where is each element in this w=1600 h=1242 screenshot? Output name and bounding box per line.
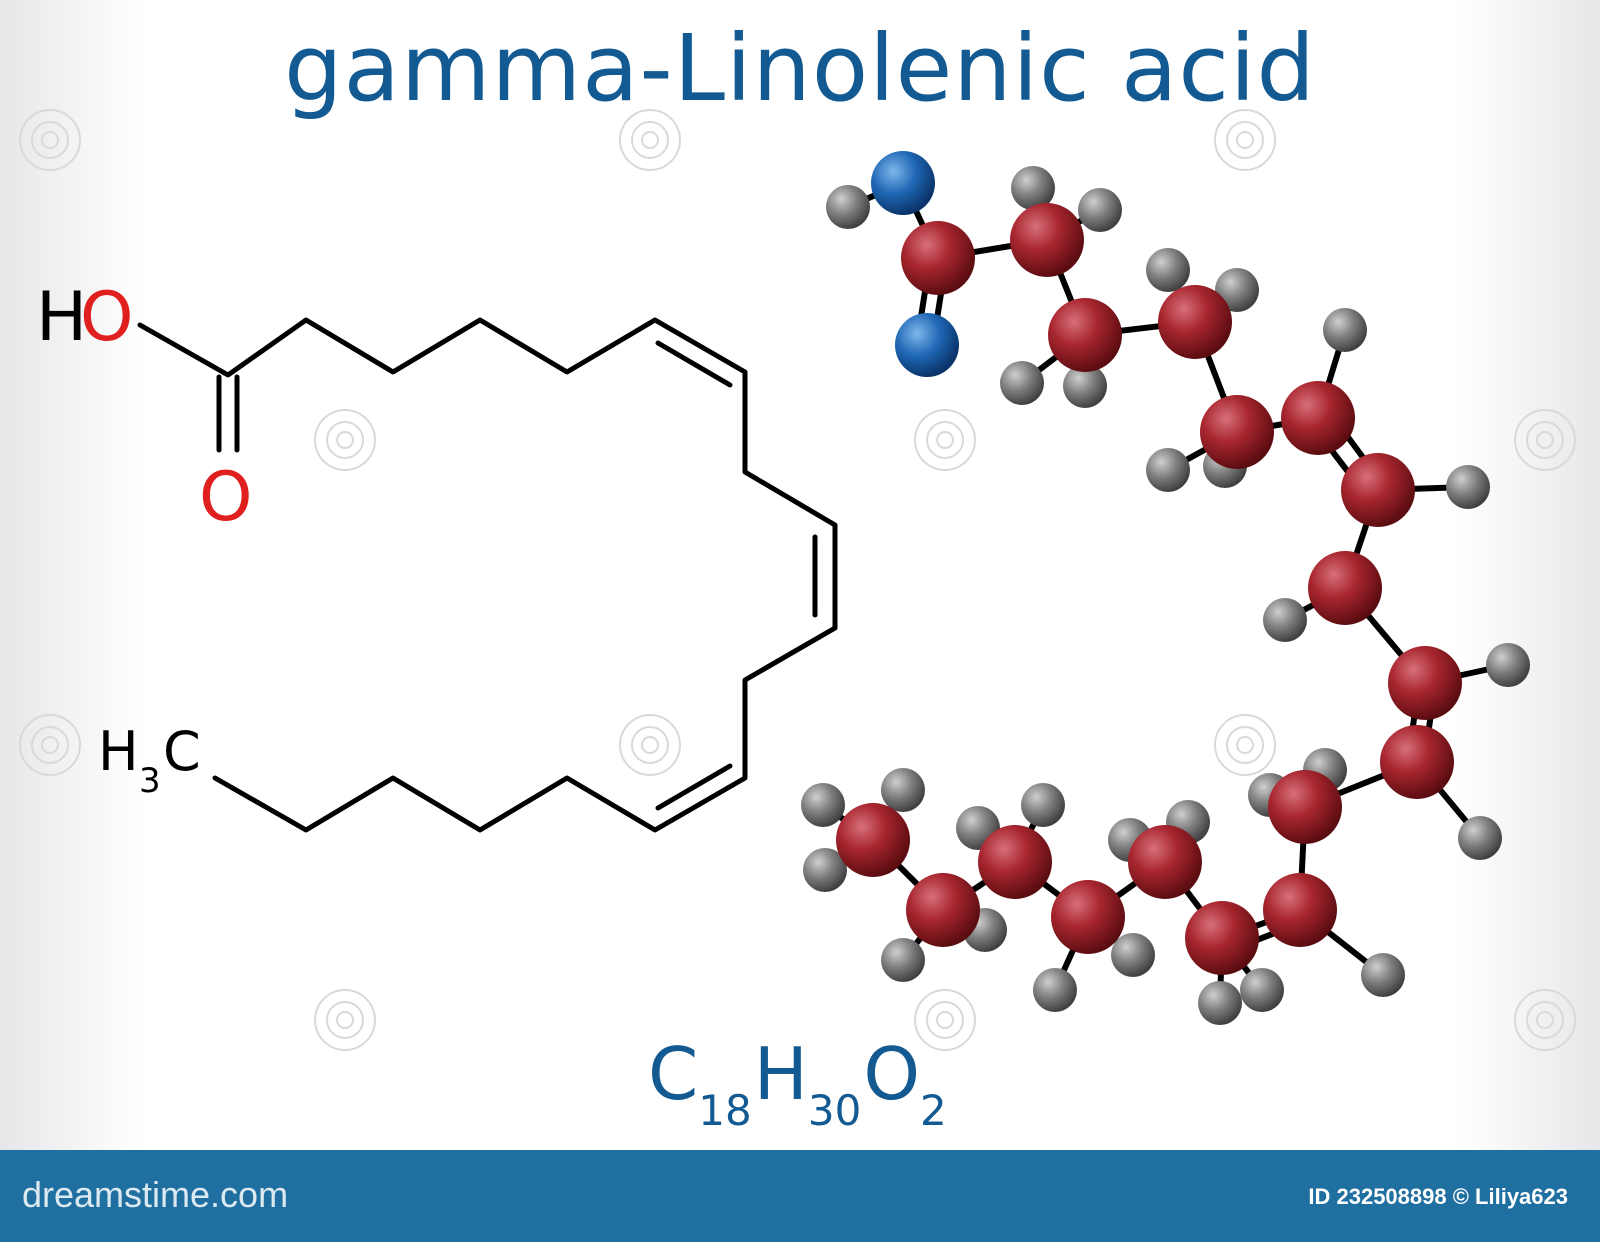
formula-hydrogen-count: 30 xyxy=(807,1086,862,1135)
formula-carbon-count: 18 xyxy=(698,1086,752,1135)
skeletal-labels: H O O H 3 C xyxy=(36,278,253,801)
watermark-pattern xyxy=(19,109,1576,1051)
double-bond-3 xyxy=(655,763,733,811)
ball-stick-model xyxy=(801,151,1530,1025)
formula-carbon: C xyxy=(648,1032,699,1116)
formula-oxygen-count: 2 xyxy=(920,1086,947,1135)
carbonyl-o-label: O xyxy=(199,458,253,537)
carbon-atoms xyxy=(836,203,1462,975)
methyl-subscript: 3 xyxy=(139,761,161,801)
skeletal-formula xyxy=(137,317,838,833)
formula-oxygen: O xyxy=(863,1032,920,1116)
double-bond-1 xyxy=(655,340,733,388)
page-title: gamma-Linolenic acid xyxy=(284,15,1316,122)
methyl-c-label: C xyxy=(163,720,201,783)
molecule-diagrams: H O O H 3 C xyxy=(19,109,1576,1051)
molecular-formula: C18H30O2 xyxy=(648,1038,949,1132)
footer-bar: dreamstime.com ID 232508898 © Liliya623 xyxy=(0,1150,1600,1242)
hydroxyl-h-label: H xyxy=(36,278,87,357)
skeletal-chain xyxy=(137,317,838,833)
formula-hydrogen: H xyxy=(753,1032,808,1116)
oxygen-atoms xyxy=(871,151,959,377)
hydroxyl-o-label: O xyxy=(80,278,134,357)
footer-site-logo[interactable]: dreamstime.com xyxy=(22,1174,289,1215)
methyl-h-label: H xyxy=(98,720,139,783)
footer-credit: ID 232508898 © Liliya623 xyxy=(1308,1184,1568,1209)
